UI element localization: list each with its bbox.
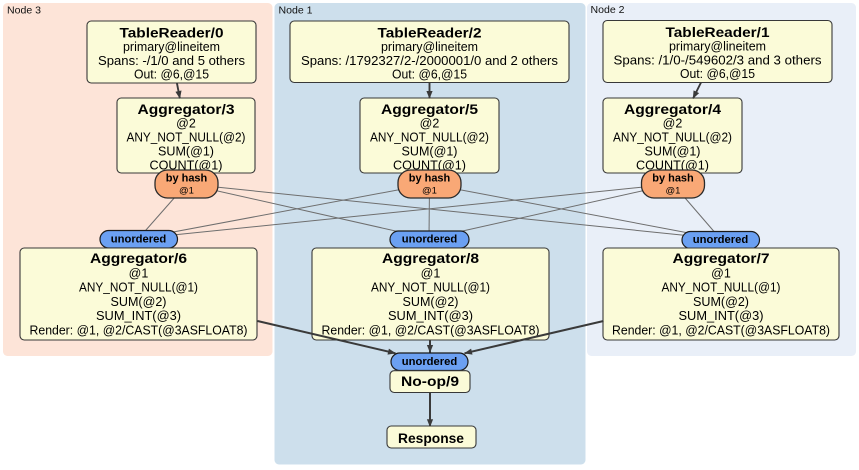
svg-text:Aggregator/8: Aggregator/8 xyxy=(382,251,480,266)
svg-text:Aggregator/6: Aggregator/6 xyxy=(90,251,188,266)
svg-text:Render: @1, @2/CAST(@3ASFLOAT8: Render: @1, @2/CAST(@3ASFLOAT8) xyxy=(30,323,248,337)
svg-text:@1: @1 xyxy=(129,266,149,280)
svg-text:unordered: unordered xyxy=(693,234,749,246)
svg-text:Response: Response xyxy=(398,431,464,446)
svg-text:by hash: by hash xyxy=(166,173,208,185)
svg-text:Aggregator/4: Aggregator/4 xyxy=(624,102,722,117)
svg-text:TableReader/1: TableReader/1 xyxy=(666,25,771,40)
svg-text:COUNT(@1): COUNT(@1) xyxy=(636,158,709,172)
svg-text:Render: @1, @2/CAST(@3ASFLOAT8: Render: @1, @2/CAST(@3ASFLOAT8) xyxy=(612,323,830,337)
svg-text:@1: @1 xyxy=(666,186,681,197)
svg-text:@1: @1 xyxy=(711,266,731,280)
svg-text:SUM_INT(@3): SUM_INT(@3) xyxy=(96,309,181,323)
svg-text:@1: @1 xyxy=(422,186,437,197)
svg-text:COUNT(@1): COUNT(@1) xyxy=(393,158,466,172)
svg-text:ANY_NOT_NULL(@2): ANY_NOT_NULL(@2) xyxy=(127,131,246,145)
svg-text:@1: @1 xyxy=(421,266,441,280)
svg-text:primary@lineitem: primary@lineitem xyxy=(669,40,766,54)
svg-text:SUM_INT(@3): SUM_INT(@3) xyxy=(679,309,764,323)
svg-text:ANY_NOT_NULL(@1): ANY_NOT_NULL(@1) xyxy=(662,281,781,295)
svg-text:Node 2: Node 2 xyxy=(591,4,625,16)
svg-text:ANY_NOT_NULL(@2): ANY_NOT_NULL(@2) xyxy=(370,131,489,145)
svg-text:Out: @6,@15: Out: @6,@15 xyxy=(134,68,209,82)
svg-text:Node 1: Node 1 xyxy=(279,5,313,17)
svg-text:TableReader/0: TableReader/0 xyxy=(120,26,224,41)
svg-text:Aggregator/7: Aggregator/7 xyxy=(673,251,770,266)
svg-text:COUNT(@1): COUNT(@1) xyxy=(150,158,223,172)
svg-text:Spans: /1792327/2-/2000001/0 a: Spans: /1792327/2-/2000001/0 and 2 other… xyxy=(301,54,558,68)
svg-text:unordered: unordered xyxy=(402,356,458,368)
svg-text:@1: @1 xyxy=(179,186,194,197)
svg-text:Render: @1, @2/CAST(@3ASFLOAT8: Render: @1, @2/CAST(@3ASFLOAT8) xyxy=(322,323,540,337)
svg-text:Aggregator/5: Aggregator/5 xyxy=(381,102,479,117)
svg-text:ANY_NOT_NULL(@2): ANY_NOT_NULL(@2) xyxy=(613,131,732,145)
svg-text:@2: @2 xyxy=(176,117,196,131)
svg-text:primary@lineitem: primary@lineitem xyxy=(381,40,478,54)
svg-text:by hash: by hash xyxy=(652,173,694,185)
svg-text:SUM_INT(@3): SUM_INT(@3) xyxy=(388,309,473,323)
svg-text:No-op/9: No-op/9 xyxy=(401,373,459,389)
svg-text:TableReader/2: TableReader/2 xyxy=(378,26,482,41)
svg-text:@2: @2 xyxy=(420,117,440,131)
svg-text:unordered: unordered xyxy=(111,234,167,246)
svg-text:Spans: -/1/0 and 5 others: Spans: -/1/0 and 5 others xyxy=(98,54,245,68)
svg-text:Aggregator/3: Aggregator/3 xyxy=(138,102,236,117)
svg-text:unordered: unordered xyxy=(402,234,458,246)
svg-text:SUM(@2): SUM(@2) xyxy=(111,295,167,309)
svg-text:Spans: /1/0-/549602/3 and 3 ot: Spans: /1/0-/549602/3 and 3 others xyxy=(614,53,822,67)
svg-text:SUM(@1): SUM(@1) xyxy=(402,145,458,159)
svg-text:Out: @6,@15: Out: @6,@15 xyxy=(680,67,755,81)
svg-text:@2: @2 xyxy=(663,117,683,131)
svg-text:ANY_NOT_NULL(@1): ANY_NOT_NULL(@1) xyxy=(79,281,198,295)
svg-text:SUM(@1): SUM(@1) xyxy=(645,145,701,159)
svg-text:SUM(@1): SUM(@1) xyxy=(158,145,214,159)
svg-text:Out: @6,@15: Out: @6,@15 xyxy=(392,68,467,82)
svg-text:SUM(@2): SUM(@2) xyxy=(403,295,459,309)
svg-text:by hash: by hash xyxy=(409,173,451,185)
svg-text:SUM(@2): SUM(@2) xyxy=(693,295,749,309)
svg-text:Node 3: Node 3 xyxy=(7,5,41,17)
svg-text:primary@lineitem: primary@lineitem xyxy=(123,40,220,54)
svg-text:ANY_NOT_NULL(@1): ANY_NOT_NULL(@1) xyxy=(371,281,490,295)
